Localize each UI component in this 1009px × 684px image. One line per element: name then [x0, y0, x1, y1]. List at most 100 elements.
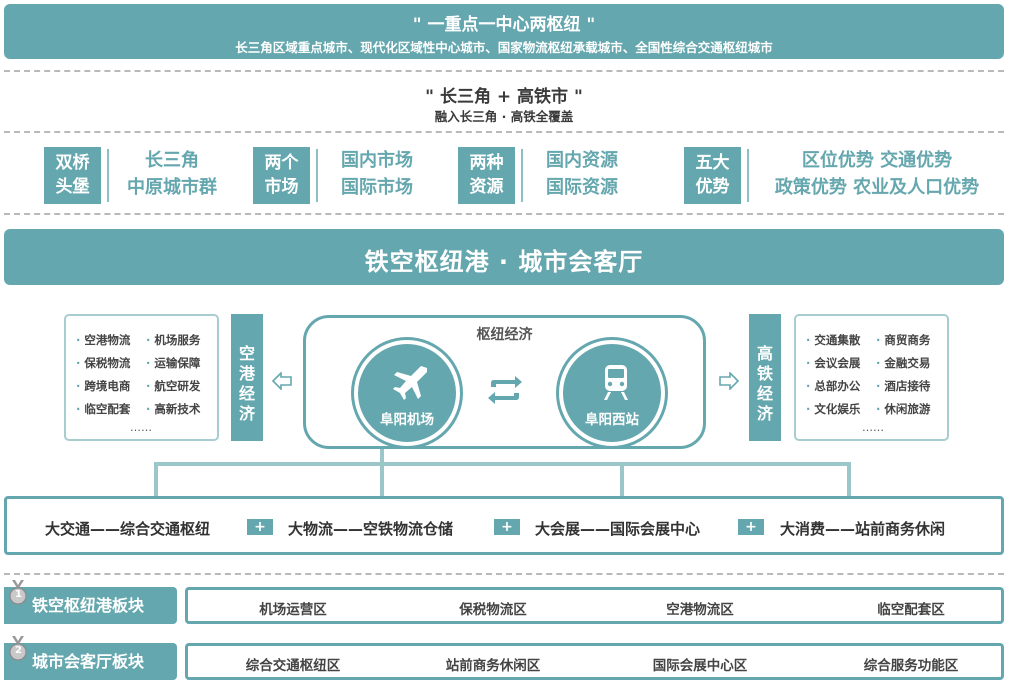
list-item: 航空研发	[146, 378, 200, 394]
rail-economy-tag: 高 铁 经 济	[749, 314, 781, 441]
pillar-line: 区位优势 交通优势	[801, 150, 953, 171]
list-item: 机场服务	[146, 332, 200, 348]
connector-line	[847, 462, 851, 496]
airport-label: 阜阳机场	[380, 412, 434, 428]
list-item: 金融交易	[876, 355, 930, 371]
divider	[4, 70, 1004, 72]
station-circle: 阜阳西站	[559, 340, 665, 446]
flow-item: 大消费——站前商务休闲	[780, 520, 946, 538]
list-item: 酒店接待	[876, 378, 930, 394]
pillar-separator	[107, 149, 109, 202]
hub-title: 枢纽经济	[476, 327, 533, 343]
pillar-separator	[747, 149, 749, 202]
pillar-line: 政策优势 农业及人口优势	[774, 177, 980, 198]
connector-line	[620, 462, 624, 496]
pillar-tag-line: 五大	[695, 153, 730, 173]
flow-bar: 大交通——综合交通枢纽 + 大物流——空铁物流仓储 + 大会展——国际会展中心 …	[4, 496, 1004, 555]
pillar-tag-line: 优势	[695, 177, 730, 197]
main-banner-title: 铁空枢纽港 · 城市会客厅	[364, 248, 644, 276]
city-lounge-sector-zones: 综合交通枢纽区 站前商务休闲区 国际会展中心区 综合服务功能区	[185, 643, 1004, 680]
list-item: 高新技术	[146, 401, 200, 417]
second-banner-subtitle: 融入长三角 · 高铁全覆盖	[434, 109, 574, 124]
tag-char: 高	[756, 344, 773, 363]
pillar-line: 长三角	[145, 150, 199, 171]
medal-icon: 1	[8, 580, 28, 606]
list-item: 临空配套	[76, 401, 130, 417]
pillar-tag-line: 市场	[264, 177, 299, 197]
pillar-tag-line: 双桥	[55, 153, 90, 173]
zone-item: 临空配套区	[877, 602, 945, 618]
right-arrow-icon	[719, 372, 739, 390]
zone-item: 空港物流区	[666, 602, 734, 618]
tag-char: 经	[238, 384, 255, 403]
plus-icon: +	[738, 519, 764, 535]
pillar-tag-line: 头堡	[55, 177, 90, 197]
connector-line	[154, 462, 851, 466]
tag-char: 济	[756, 404, 773, 423]
divider	[4, 131, 1004, 133]
list-item: 会议会展	[806, 355, 860, 371]
pillar-tag: 两个 市场	[253, 147, 310, 204]
plus-icon: +	[494, 519, 520, 535]
airport-hub-sector-zones: 机场运营区 保税物流区 空港物流区 临空配套区	[185, 587, 1004, 624]
pillar-line: 国内资源	[546, 150, 618, 171]
connector-line	[154, 462, 158, 496]
connector-line	[380, 449, 384, 463]
pillar-text: 国内资源 国际资源	[527, 147, 637, 204]
train-icon	[604, 365, 628, 400]
pillar-line: 中原城市群	[127, 177, 217, 198]
airport-circle: 阜阳机场	[354, 340, 460, 446]
airport-economy-list: 空港物流 机场服务 保税物流 运输保障 跨境电商 航空研发 临空配套 高新技术 …	[64, 314, 219, 441]
city-lounge-sector-tag: 城市会客厅板块	[4, 643, 177, 680]
pillar-text: 长三角 中原城市群	[112, 147, 232, 204]
zone-item: 站前商务休闲区	[445, 658, 541, 674]
more-ellipsis: ……	[130, 421, 152, 434]
hub-economy-panel: 枢纽经济 阜阳机场 阜阳西站	[303, 315, 706, 449]
pillar-tag: 两种 资源	[458, 147, 515, 204]
airplane-icon	[393, 366, 427, 400]
pillar-line: 国内市场	[341, 150, 413, 171]
plus-icon: +	[247, 519, 273, 535]
list-item: 保税物流	[76, 355, 130, 371]
pillar-line: 国际资源	[546, 177, 618, 198]
pillar-text: 国内市场 国际市场	[322, 147, 432, 204]
more-ellipsis: ……	[862, 421, 884, 434]
pillar-text: 区位优势 交通优势 政策优势 农业及人口优势	[752, 147, 1002, 204]
zone-item: 综合交通枢纽区	[245, 658, 341, 674]
zone-item: 国际会展中心区	[652, 658, 748, 674]
tag-char: 港	[238, 364, 255, 383]
station-label: 阜阳西站	[585, 412, 639, 428]
list-item: 总部办公	[806, 378, 860, 394]
rail-economy-list: 交通集散 商贸商务 会议会展 金融交易 总部办公 酒店接待 文化娱乐 休闲旅游 …	[794, 314, 949, 441]
main-banner: 铁空枢纽港 · 城市会客厅	[4, 229, 1004, 285]
zone-item: 保税物流区	[459, 602, 527, 618]
second-banner: " 长三角 + 高铁市 " 融入长三角 · 高铁全覆盖	[4, 80, 1004, 126]
medal-number: 2	[15, 645, 22, 656]
zone-item: 机场运营区	[259, 602, 327, 618]
pillar-separator	[521, 149, 523, 202]
pillar-tag-line: 资源	[469, 177, 504, 197]
connector-line	[380, 462, 384, 496]
list-item: 文化娱乐	[806, 401, 860, 417]
top-banner: " 一重点一中心两枢纽 " 长三角区域重点城市、现代化区域性中心城市、国家物流枢…	[4, 4, 1004, 59]
top-banner-title: " 一重点一中心两枢纽 "	[412, 15, 596, 35]
divider	[4, 213, 1004, 215]
divider	[4, 573, 1004, 575]
airport-hub-sector-tag: 铁空枢纽港板块	[4, 587, 177, 624]
airport-economy-tag: 空 港 经 济	[231, 314, 263, 441]
flow-item: 大物流——空铁物流仓储	[288, 520, 454, 538]
left-arrow-icon	[272, 372, 292, 390]
pillar-tag-line: 两个	[264, 153, 299, 173]
pillar-tag-line: 两种	[469, 153, 504, 173]
list-item: 空港物流	[76, 332, 130, 348]
tag-char: 铁	[756, 364, 773, 383]
medal-icon: 2	[8, 636, 28, 662]
second-banner-title: " 长三角 + 高铁市 "	[425, 87, 583, 107]
list-item: 商贸商务	[876, 332, 930, 348]
medal-number: 1	[15, 589, 22, 600]
pillar-tag: 双桥 头堡	[44, 147, 101, 204]
tag-char: 经	[756, 384, 773, 403]
zone-item: 综合服务功能区	[863, 658, 959, 674]
pillar-line: 国际市场	[341, 177, 413, 198]
list-item: 运输保障	[146, 355, 200, 371]
